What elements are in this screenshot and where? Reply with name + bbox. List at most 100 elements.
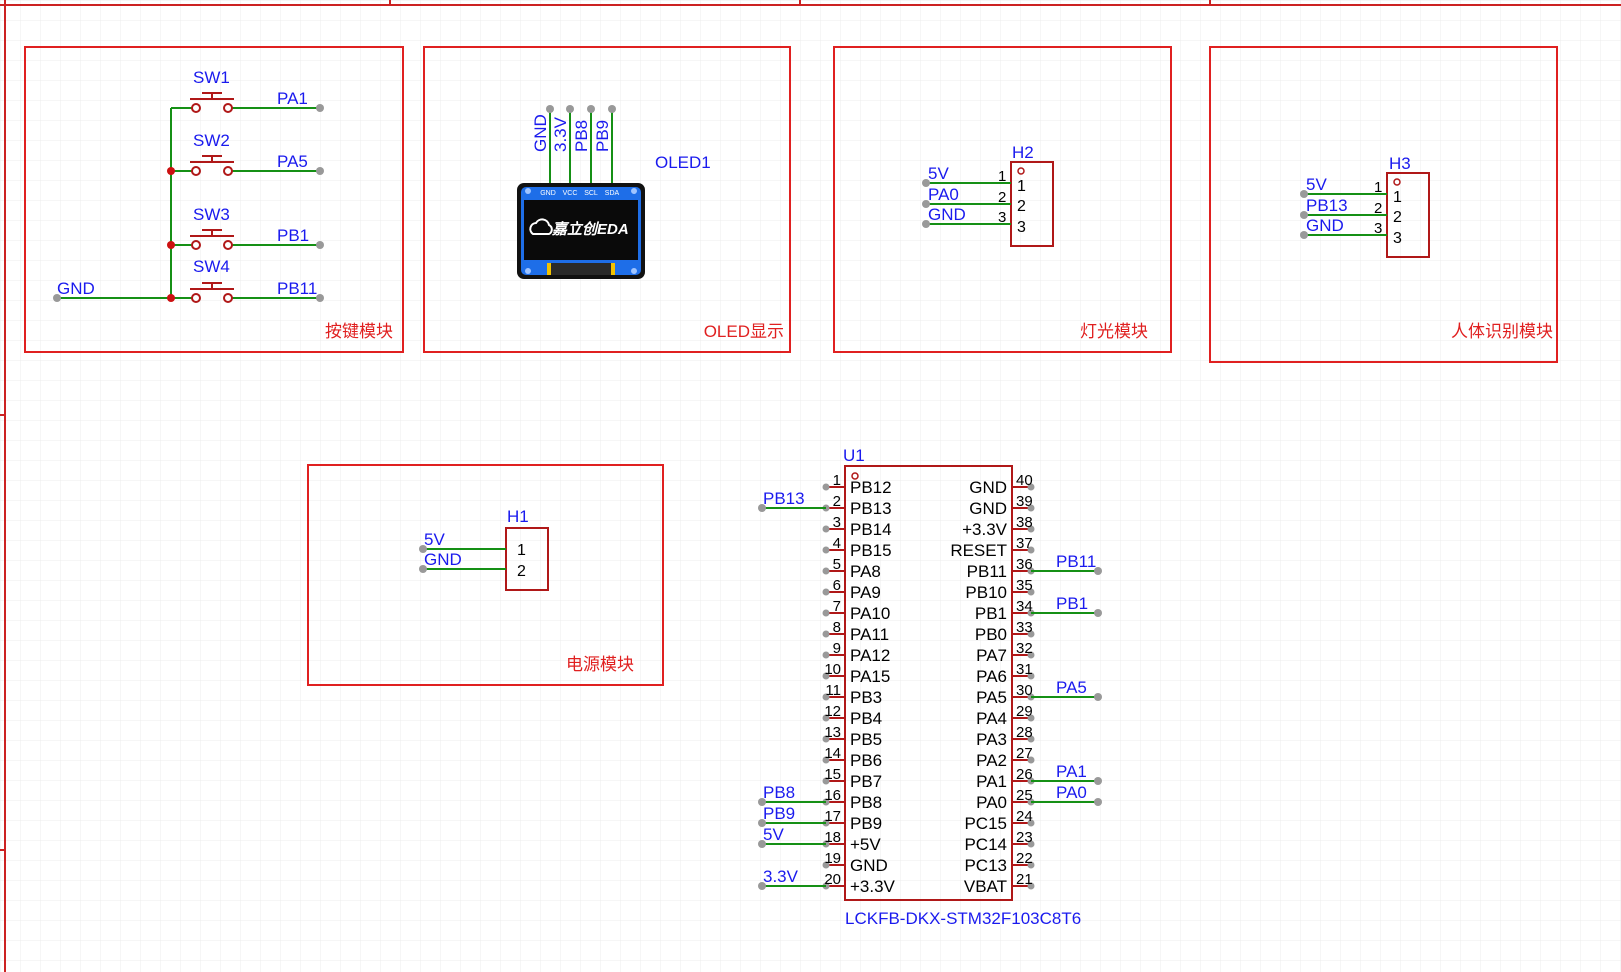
u1-pin-35-end[interactable] (1027, 588, 1035, 596)
u1-pin-30-net-port[interactable] (1094, 693, 1102, 701)
u1-pin-7-end[interactable] (822, 609, 830, 617)
u1-pin-11-end[interactable] (822, 693, 830, 701)
u1-pin-3-end[interactable] (822, 525, 830, 533)
u1-pin-14-end[interactable] (822, 756, 830, 764)
switch-sw4[interactable]: SW4 PB11 (190, 257, 324, 303)
u1-pin-36-net-port[interactable] (1094, 567, 1102, 575)
power-module[interactable]: 电源模块 H1 5V GND 1 2 (307, 464, 664, 686)
oled-module[interactable]: OLED显示 OLED1 GND 3.3V PB8 PB9 GND VCC SC… (423, 46, 791, 353)
u1-pin-5-end[interactable] (822, 567, 830, 575)
u1-pin-22-end[interactable] (1027, 861, 1035, 869)
u1-pin-23-end[interactable] (1027, 840, 1035, 848)
light-module[interactable]: 灯光模块 H2 5V PA0 GND 1 2 3 1 2 3 (833, 46, 1172, 353)
u1-pin-17-net-port[interactable] (758, 819, 766, 827)
u1-pin-20-net-port[interactable] (758, 882, 766, 890)
u1-pin-31-end[interactable] (1027, 672, 1035, 680)
u1-pin-18-net-port[interactable] (758, 840, 766, 848)
u1-pin-38[interactable]: 38+3.3V (962, 514, 1035, 539)
u1-pin-10-end[interactable] (822, 672, 830, 680)
switch-sw3[interactable]: SW3 PB1 (190, 205, 324, 250)
h2-ports[interactable] (922, 179, 930, 228)
u1-pin-20[interactable]: 20+3.3V3.3V (758, 867, 896, 896)
u1-pin-29-end[interactable] (1027, 714, 1035, 722)
u1-pin-8-end[interactable] (822, 630, 830, 638)
u1-pin-32-end[interactable] (1027, 651, 1035, 659)
keys-gnd-port[interactable] (53, 294, 61, 302)
u1-pin-2-net-port[interactable] (758, 504, 766, 512)
u1-pin-34-net-port[interactable] (1094, 609, 1102, 617)
sw1-net-port[interactable] (316, 104, 324, 112)
u1-pin-24-end[interactable] (1027, 819, 1035, 827)
u1-pin-25-net-port[interactable] (1094, 798, 1102, 806)
u1-pin-21-end[interactable] (1027, 882, 1035, 890)
switch-sw2[interactable]: SW2 PA5 (190, 131, 324, 176)
u1-pin-6-end[interactable] (822, 588, 830, 596)
oled-pin-ports[interactable] (546, 105, 616, 113)
sw4-net-port[interactable] (316, 294, 324, 302)
u1-pin-12-end[interactable] (822, 714, 830, 722)
u1-pin-15-end[interactable] (822, 777, 830, 785)
u1-pin-27-end[interactable] (1027, 756, 1035, 764)
u1-pin-16-net-port[interactable] (758, 798, 766, 806)
sw2-net-port[interactable] (316, 167, 324, 175)
body-module[interactable]: 人体识别模块 H3 5V PB13 GND 1 2 3 1 2 3 (1209, 46, 1558, 363)
u1-pin-19-end[interactable] (822, 861, 830, 869)
sw3-net-port[interactable] (316, 241, 324, 249)
u1-pin-40-end[interactable] (1027, 483, 1035, 491)
u1-pin-4-end[interactable] (822, 546, 830, 554)
u1-pin-13-end[interactable] (822, 735, 830, 743)
switch-sw1[interactable]: SW1 PA1 (190, 68, 324, 113)
keys-module[interactable]: 按键模块 SW1 PA1 SW2 (24, 46, 404, 353)
u1-pin-26-net-port[interactable] (1094, 777, 1102, 785)
h1-ports[interactable] (419, 545, 427, 573)
h3-ports[interactable] (1300, 190, 1308, 239)
u1-pin-1-end[interactable] (822, 483, 830, 491)
u1-pin-38-end[interactable] (1027, 525, 1035, 533)
u1-pin-33-end[interactable] (1027, 630, 1035, 638)
u1-pin-39-end[interactable] (1027, 504, 1035, 512)
u1-pin-9-end[interactable] (822, 651, 830, 659)
u1-pin-37-end[interactable] (1027, 546, 1035, 554)
u1-pin-28-end[interactable] (1027, 735, 1035, 743)
